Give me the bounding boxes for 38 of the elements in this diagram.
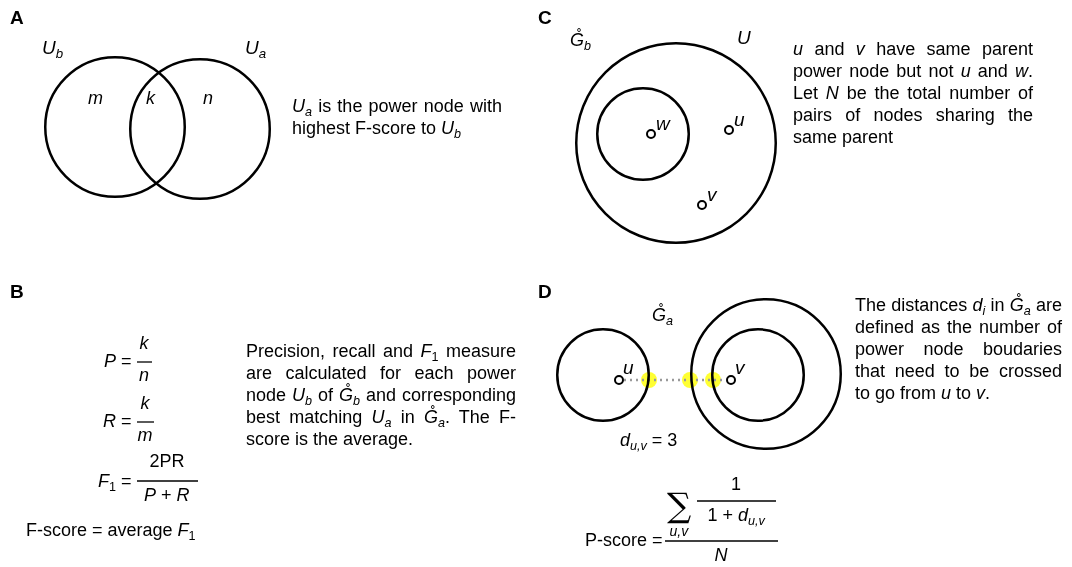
set-label: U$_{a}$ (245, 38, 267, 58)
node-label: u (623, 358, 634, 378)
summation-sign: ∑ (667, 488, 692, 522)
formula-term: m (137, 425, 153, 445)
node-label: v (735, 358, 745, 378)
set-label: U$_{b}$ (42, 38, 64, 58)
set-label: U (737, 28, 751, 48)
node-label: v (707, 185, 717, 205)
math-label: G̊$_{b}$ (570, 30, 592, 50)
node-label: w (656, 114, 670, 134)
formula-term: k (140, 393, 150, 413)
math-label: G̊$_{a}$ (652, 305, 674, 325)
region-label: k (146, 88, 155, 108)
formula-term: k (139, 333, 149, 353)
formula-term: 1 + d$_{u,v}$ (707, 505, 765, 525)
formula-term: R = (103, 411, 132, 431)
formula-term: P-score = (585, 530, 663, 550)
formula-term: N (714, 545, 728, 565)
region-label: m (88, 88, 103, 108)
panel-letter: A (10, 8, 24, 28)
formula-term: F-score = average F$_{1}$ (26, 520, 196, 540)
formula-term: P = (104, 351, 132, 371)
panel-letter: C (538, 8, 552, 28)
formula-term: P + R (144, 485, 190, 505)
formula-term: 1 (731, 474, 741, 494)
description-text: U$_{a}$ is the power node with highest F-score to U$_{b}$ (292, 95, 502, 139)
panel-letter: B (10, 282, 24, 302)
node-label: u (734, 110, 745, 130)
panel-letter: D (538, 282, 552, 302)
formula-term: F$_{1}$ = (98, 471, 132, 491)
formula-term: n (139, 365, 149, 385)
region-label: n (203, 88, 213, 108)
description-text: The distances d$_{i}$ in G̊$_{a}$ are defined as the number of power node boudaries that need to be crossed to go from u to v. (855, 294, 1062, 404)
formula-term: 2PR (149, 451, 185, 471)
formula-term: u,v (669, 523, 689, 541)
description-text: Precision, recall and F$_{1}$ measure are calculated for each power node U$_{b}$ of G̊$_{b}$ and corresponding best matching U$_{a}$ in G̊$_{a}$. The F-score is the average. (246, 340, 516, 450)
math-label: d$_{u,v}$ = 3 (620, 430, 678, 450)
description-text: u and v have same parent power node but not u and w. Let N be the total number of pairs of nodes sharing the same parent (793, 38, 1033, 148)
